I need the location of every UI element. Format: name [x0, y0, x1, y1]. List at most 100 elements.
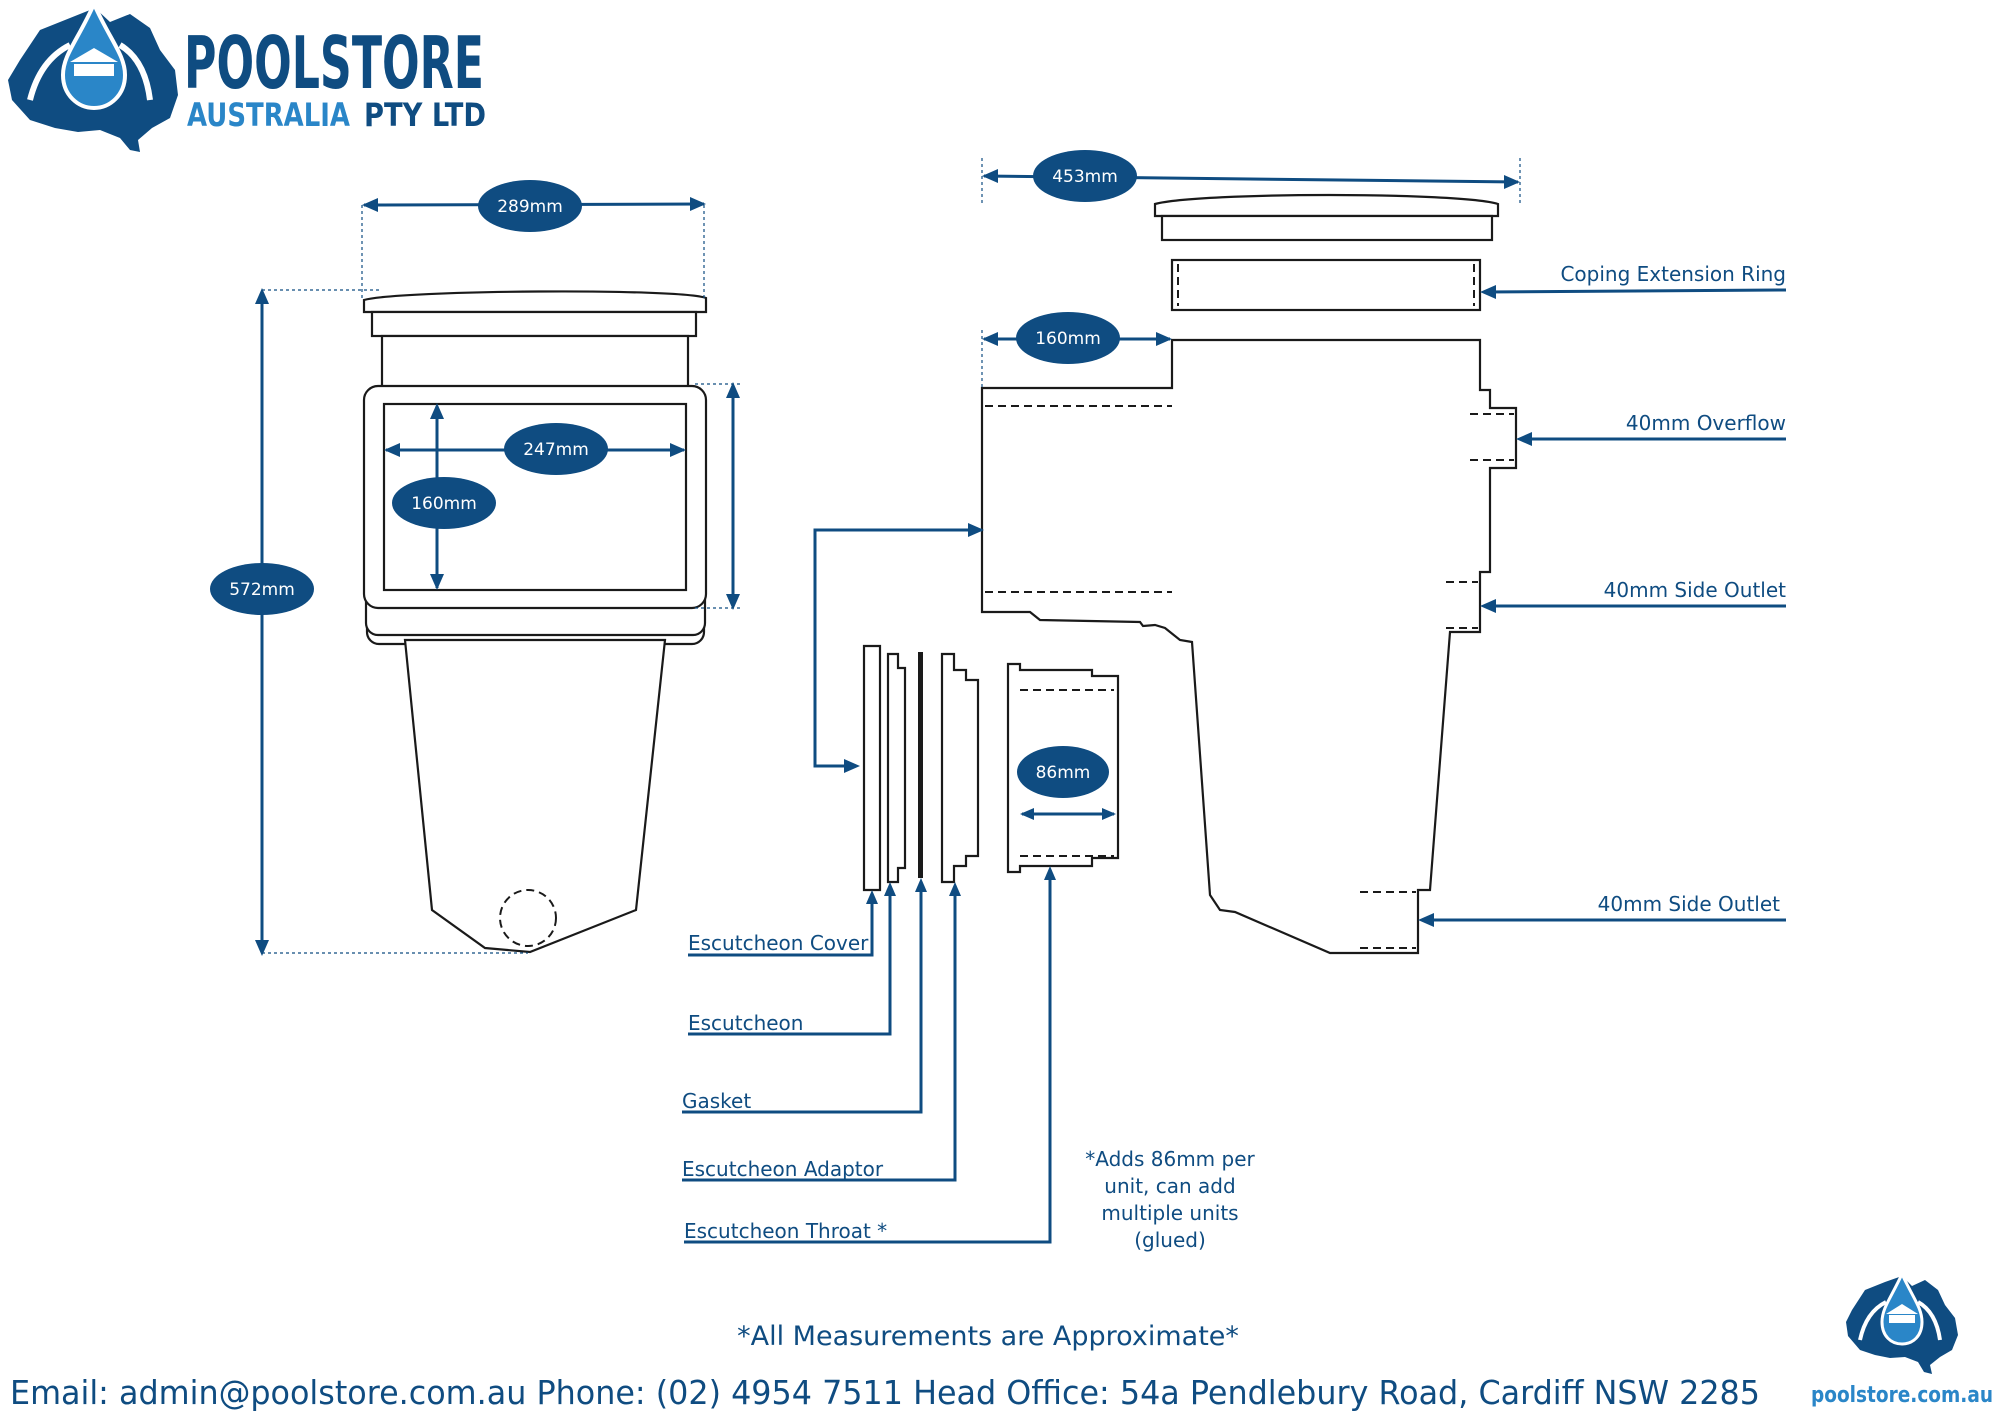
label-coping-extension-ring: Coping Extension Ring — [1560, 262, 1786, 286]
leader-coping-ring — [1483, 288, 1787, 294]
arrowhead-escutcheon-cover — [866, 890, 878, 904]
label-40mm-overflow: 40mm Overflow — [1626, 411, 1786, 435]
map-wave-2 — [118, 42, 153, 101]
label-gasket: Gasket — [682, 1089, 751, 1113]
pill-289: 289mm — [478, 180, 582, 232]
arrowhead-160f-top — [430, 403, 444, 419]
footer-logo: poolstore.com.au — [1811, 1270, 1993, 1408]
leader-escutcheon-cover — [688, 894, 874, 957]
arrowhead-overflow — [1516, 432, 1532, 446]
throat-pointer — [813, 523, 984, 773]
approx-note: *All Measurements are Approximate* — [737, 1321, 1239, 1352]
escutcheon-cover-part — [862, 644, 882, 892]
side-lid — [1153, 193, 1500, 218]
arrowhead-160s-right — [1156, 332, 1172, 346]
pill-160-front: 160mm — [392, 477, 496, 529]
leader-escutcheon — [688, 886, 892, 1036]
front-collar — [370, 310, 698, 338]
label-escutcheon-adaptor: Escutcheon Adaptor — [682, 1157, 884, 1181]
dim-label-289: 289mm — [497, 197, 563, 217]
poolstore-logo: POOLSTORE AUSTRALIA PTY LTD — [8, 0, 486, 152]
arrowhead-gasket — [915, 878, 927, 892]
escutcheon-parts: 86mm — [862, 644, 1120, 892]
front-lid — [362, 290, 708, 314]
dim-label-160-front: 160mm — [411, 494, 477, 514]
pool-roof-icon — [70, 48, 118, 62]
arrowhead-escutcheon-adaptor — [949, 882, 961, 896]
throat-note-line-2: unit, can add — [1104, 1174, 1235, 1198]
brand-sub-australia: AUSTRALIA — [187, 96, 350, 134]
arrowhead-throat-pointer-bottom — [844, 759, 860, 773]
leader-escutcheon-adaptor — [682, 886, 957, 1182]
throat-pointer-line — [813, 528, 982, 768]
front-outlet-dashed — [499, 889, 557, 947]
arrowhead-side-outlet-1 — [1480, 599, 1496, 613]
arrowhead-289-right — [690, 197, 706, 211]
side-body — [980, 338, 1518, 955]
throat-note-line-3: multiple units — [1101, 1201, 1238, 1225]
footer-website: poolstore.com.au — [1811, 1383, 1993, 1408]
side-dimensions: 453mm 160mm — [981, 150, 1521, 388]
arrowhead-247-right — [670, 443, 686, 457]
part-callouts: Escutcheon Cover Escutcheon Gasket Escut… — [682, 866, 1056, 1244]
pool-box-icon — [74, 64, 114, 76]
throat-note: *Adds 86mm per unit, can add multiple un… — [1085, 1147, 1255, 1252]
arrowhead-247-left — [384, 443, 400, 457]
dim-label-247: 247mm — [523, 440, 589, 460]
footer-roof-icon — [1886, 1304, 1918, 1314]
throat-note-line-1: *Adds 86mm per — [1085, 1147, 1255, 1171]
footer-box-icon — [1889, 1315, 1915, 1323]
pill-247: 247mm — [504, 423, 608, 475]
side-lid-base — [1160, 214, 1494, 242]
arrowhead-86-left — [1020, 808, 1034, 820]
dim-label-572: 572mm — [229, 580, 295, 600]
escutcheon-part — [886, 652, 907, 884]
arrowhead-escutcheon — [884, 882, 896, 896]
label-escutcheon-cover: Escutcheon Cover — [688, 931, 869, 955]
arrowhead-572-top — [255, 288, 269, 304]
label-40mm-side-outlet-1: 40mm Side Outlet — [1604, 578, 1787, 602]
arrowhead-572-bottom — [255, 940, 269, 956]
label-40mm-side-outlet-2: 40mm Side Outlet — [1598, 892, 1781, 916]
front-dimensions: 289mm 572mm 247mm 160mm — [210, 180, 740, 956]
pill-572: 572mm — [210, 563, 314, 615]
arrowhead-453-right — [1504, 175, 1520, 189]
arrowhead-160s-left — [982, 332, 998, 346]
dim-label-86: 86mm — [1036, 763, 1091, 783]
arrowhead-mouthh-bottom — [726, 594, 740, 610]
front-basket-body — [403, 638, 667, 954]
arrowhead-coping-ring — [1480, 285, 1496, 299]
throat-note-line-4: (glued) — [1134, 1228, 1206, 1252]
dim-label-453: 453mm — [1052, 167, 1118, 187]
side-callouts: Coping Extension Ring 40mm Overflow 40mm… — [1418, 262, 1786, 927]
leader-escutcheon-throat — [684, 870, 1052, 1244]
coping-extension-ring — [1170, 258, 1482, 312]
label-escutcheon: Escutcheon — [688, 1011, 803, 1035]
pill-453: 453mm — [1033, 150, 1137, 202]
arrowhead-453-left — [982, 169, 998, 183]
arrowhead-86-right — [1102, 808, 1116, 820]
skimmer-side-view — [980, 193, 1518, 955]
gasket-part — [918, 652, 923, 878]
escutcheon-adaptor-part — [940, 652, 980, 884]
front-neck — [380, 334, 690, 392]
arrowhead-escutcheon-throat — [1044, 866, 1056, 880]
map-wave-1 — [27, 42, 72, 101]
leader-gasket — [682, 882, 923, 1114]
label-escutcheon-throat: Escutcheon Throat * — [684, 1219, 887, 1243]
arrowhead-289-left — [362, 198, 378, 212]
arrowhead-side-outlet-2 — [1418, 913, 1434, 927]
brand-sub-ptyltd: PTY LTD — [364, 96, 486, 134]
footer-map-wave-1 — [1858, 1300, 1887, 1341]
arrowhead-160f-bottom — [430, 574, 444, 590]
skimmer-front-view — [362, 290, 708, 954]
pill-86: 86mm — [1017, 746, 1109, 798]
footer-contact: Email: admin@poolstore.com.au Phone: (02… — [10, 1373, 1760, 1412]
arrowhead-throat-pointer-top — [968, 523, 984, 537]
pill-160-side: 160mm — [1016, 312, 1120, 364]
arrowhead-mouthh-top — [726, 382, 740, 398]
dim-label-160-side: 160mm — [1035, 329, 1101, 349]
brand-name: POOLSTORE — [184, 21, 484, 105]
